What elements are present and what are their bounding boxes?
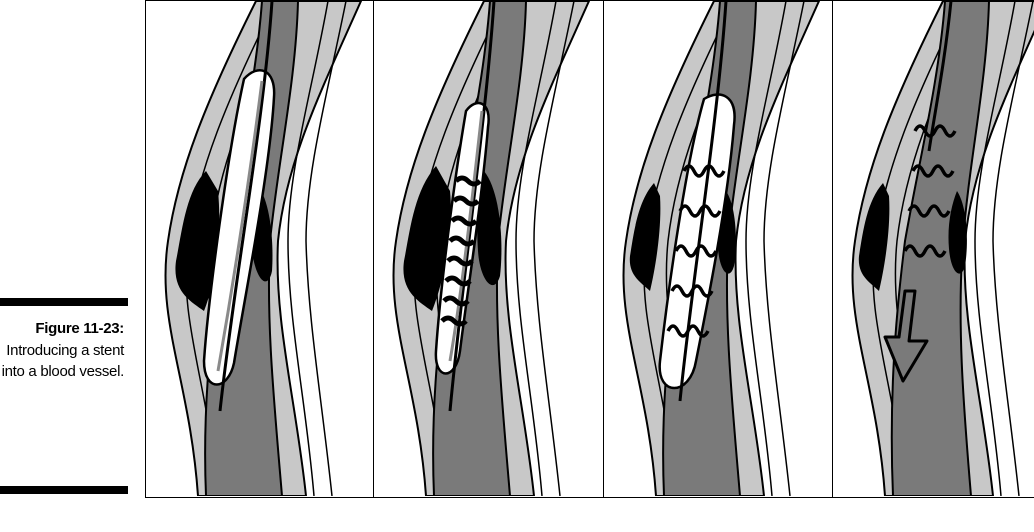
panel-a: a [145, 0, 377, 498]
panel-c-illustration [604, 1, 833, 496]
panel-d: d [832, 0, 1034, 498]
panel-a-illustration [146, 1, 375, 496]
panel-c: c [603, 0, 835, 498]
caption-title: Figure 11-23: [35, 320, 124, 337]
panel-d-illustration [833, 1, 1034, 496]
caption-text: Introducing a stent into a blood vessel. [0, 340, 124, 382]
caption-divider-bottom [0, 486, 128, 494]
panel-b: b [373, 0, 605, 498]
caption-divider-top [0, 298, 128, 306]
figure-caption: Figure 11-23: Introducing a stent into a… [0, 298, 128, 494]
panel-b-illustration [374, 1, 603, 496]
